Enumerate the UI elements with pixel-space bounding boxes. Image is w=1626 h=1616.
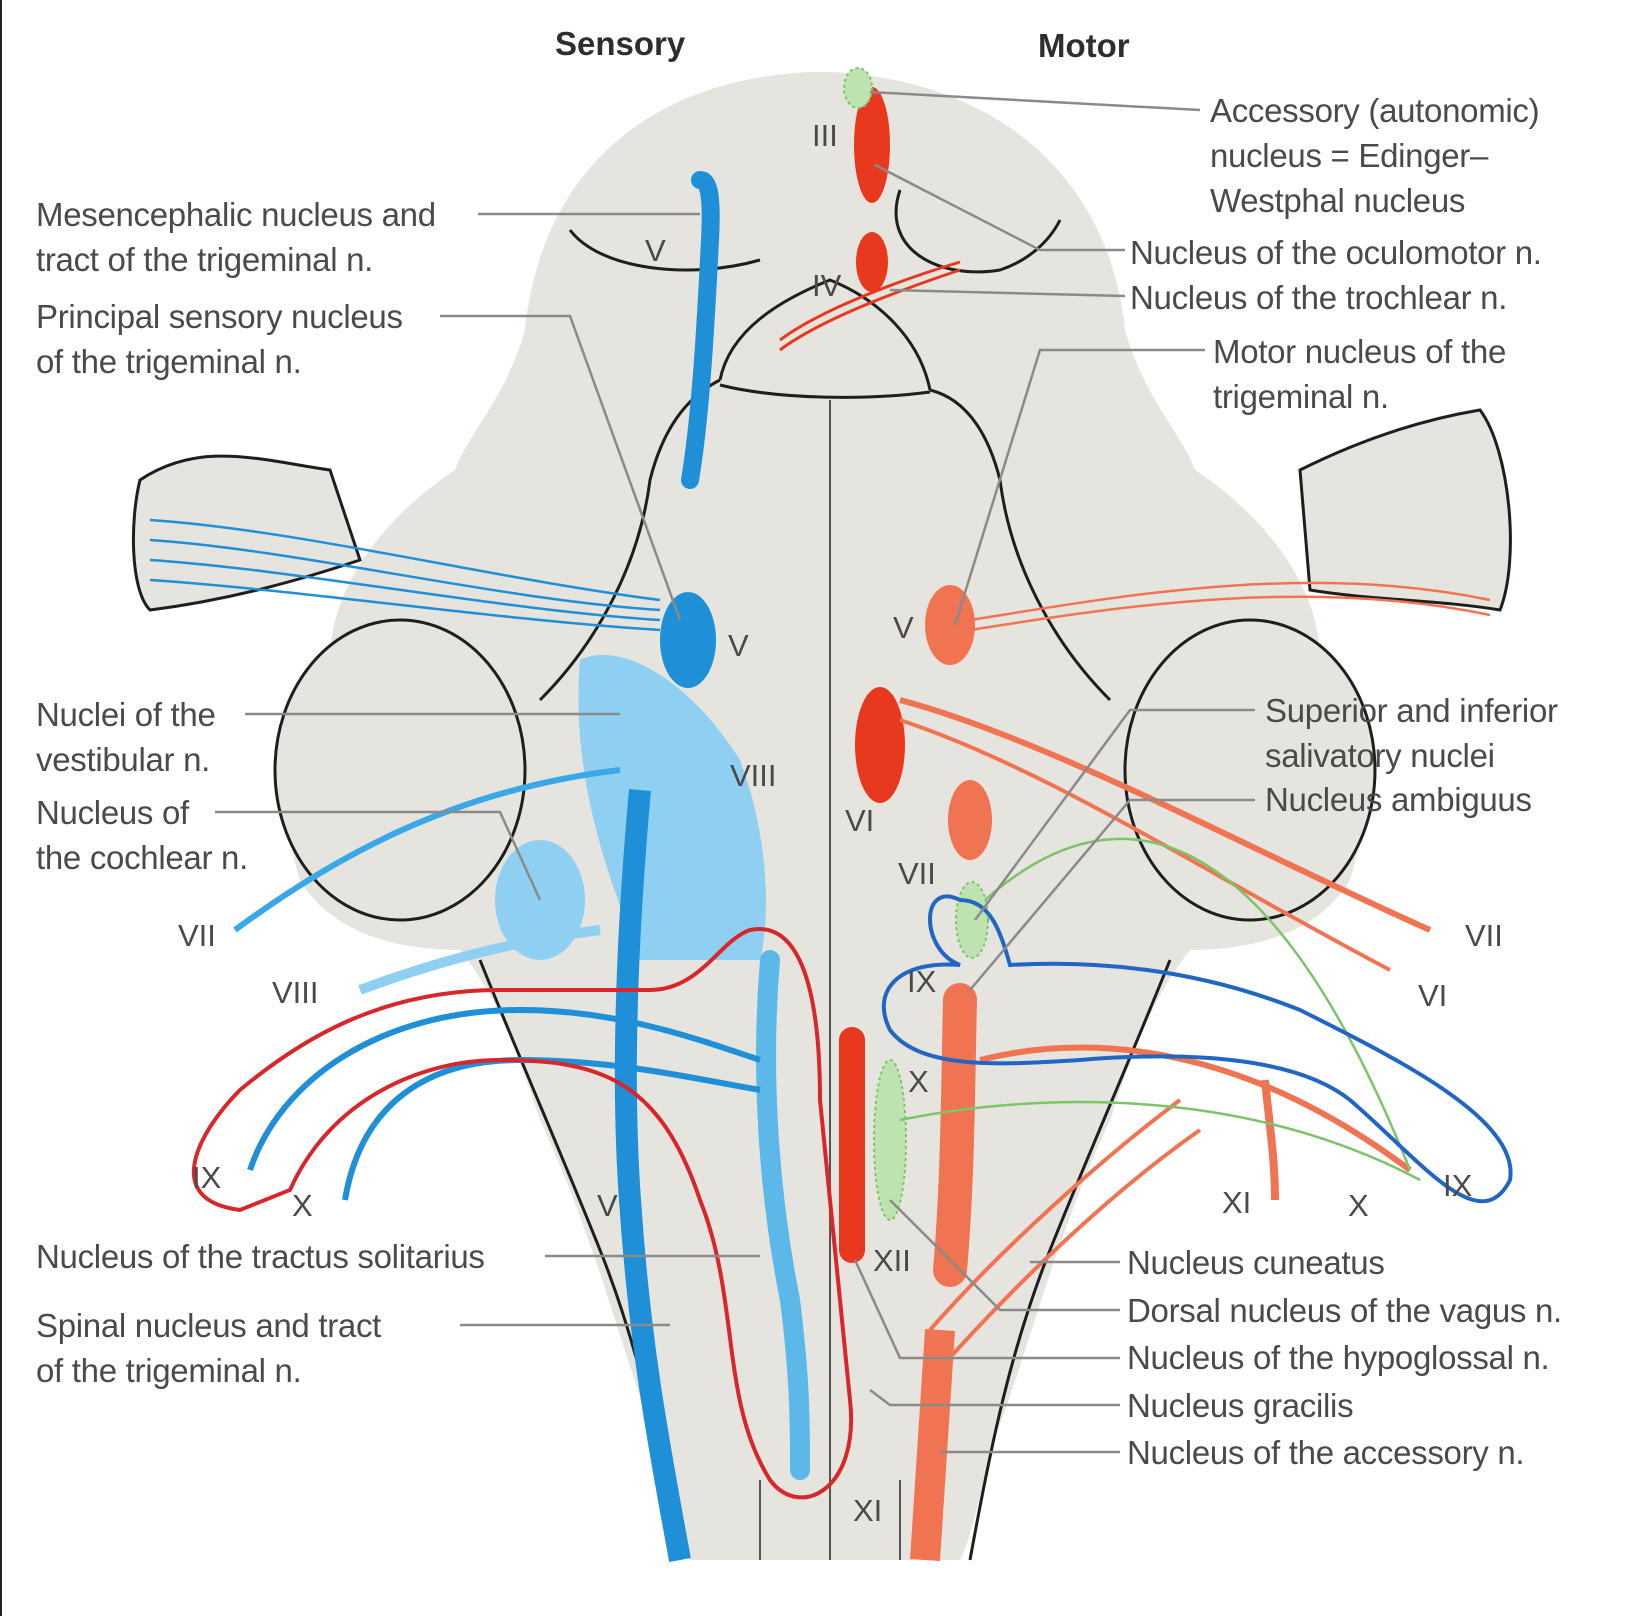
roman-x-mid: X bbox=[908, 1064, 929, 1099]
label-mesencephalic-nucleus: Mesencephalic nucleus and tract of the t… bbox=[36, 196, 436, 278]
roman-ix-left: IX bbox=[192, 1160, 222, 1195]
roman-v-bottom: V bbox=[597, 1188, 618, 1223]
roman-iii: III bbox=[812, 118, 838, 153]
label-nucleus-gracilis: Nucleus gracilis bbox=[1127, 1387, 1354, 1424]
label-cochlear-nucleus: Nucleus of the cochlear n. bbox=[36, 794, 248, 876]
roman-viii-left: VIII bbox=[272, 975, 319, 1010]
roman-v-sensory: V bbox=[728, 628, 749, 663]
header-sensory: Sensory bbox=[555, 25, 686, 62]
roman-x-left: X bbox=[292, 1188, 313, 1223]
label-trochlear-nucleus: Nucleus of the trochlear n. bbox=[1130, 279, 1508, 316]
annotations bbox=[191, 894, 1513, 1500]
label-nucleus-ambiguus: Nucleus ambiguus bbox=[1265, 781, 1532, 818]
roman-v-motor: V bbox=[893, 610, 914, 645]
roman-x-right: X bbox=[1348, 1188, 1369, 1223]
header-motor: Motor bbox=[1038, 27, 1130, 64]
label-motor-trigeminal-nucleus: Motor nucleus of the trigeminal n. bbox=[1213, 333, 1506, 415]
roman-xi-right: XI bbox=[1222, 1185, 1252, 1220]
label-spinal-trigeminal-nucleus: Spinal nucleus and tract of the trigemin… bbox=[36, 1307, 382, 1389]
red-annotation-outline bbox=[191, 927, 854, 1500]
roman-vii-right: VII bbox=[1465, 918, 1503, 953]
leader-lines bbox=[215, 90, 1255, 1454]
label-principal-sensory-nucleus: Principal sensory nucleus of the trigemi… bbox=[36, 298, 403, 380]
roman-iv: IV bbox=[812, 268, 842, 303]
roman-xi-bottom: XI bbox=[853, 1493, 883, 1528]
roman-viii-mid: VIII bbox=[730, 758, 777, 793]
roman-ix-right: IX bbox=[1443, 1168, 1473, 1203]
roman-vii-left: VII bbox=[178, 918, 216, 953]
label-edinger-westphal-nucleus: Accessory (autonomic) nucleus = Edinger–… bbox=[1210, 92, 1540, 219]
label-vestibular-nuclei: Nuclei of the vestibular n. bbox=[36, 696, 216, 778]
label-oculomotor-nucleus: Nucleus of the oculomotor n. bbox=[1130, 234, 1542, 271]
roman-vi-right: VI bbox=[1418, 978, 1448, 1013]
roman-ix-mid: IX bbox=[907, 964, 937, 999]
label-dorsal-vagus-nucleus: Dorsal nucleus of the vagus n. bbox=[1127, 1292, 1562, 1329]
label-salivatory-nuclei: Superior and inferior salivatory nuclei bbox=[1265, 692, 1558, 774]
motor-nuclei bbox=[779, 87, 1491, 1561]
brainstem-body bbox=[131, 72, 1512, 1561]
roman-xii: XII bbox=[873, 1243, 911, 1278]
roman-vi-mid: VI bbox=[845, 803, 875, 838]
roman-vii-mid: VII bbox=[898, 856, 936, 891]
roman-v-top: V bbox=[645, 233, 666, 268]
label-hypoglossal-nucleus: Nucleus of the hypoglossal n. bbox=[1127, 1339, 1550, 1376]
label-nucleus-cuneatus: Nucleus cuneatus bbox=[1127, 1244, 1385, 1281]
label-tractus-solitarius-nucleus: Nucleus of the tractus solitarius bbox=[36, 1238, 485, 1275]
label-accessory-nucleus: Nucleus of the accessory n. bbox=[1127, 1434, 1525, 1471]
blue-annotation-outline bbox=[881, 894, 1513, 1204]
